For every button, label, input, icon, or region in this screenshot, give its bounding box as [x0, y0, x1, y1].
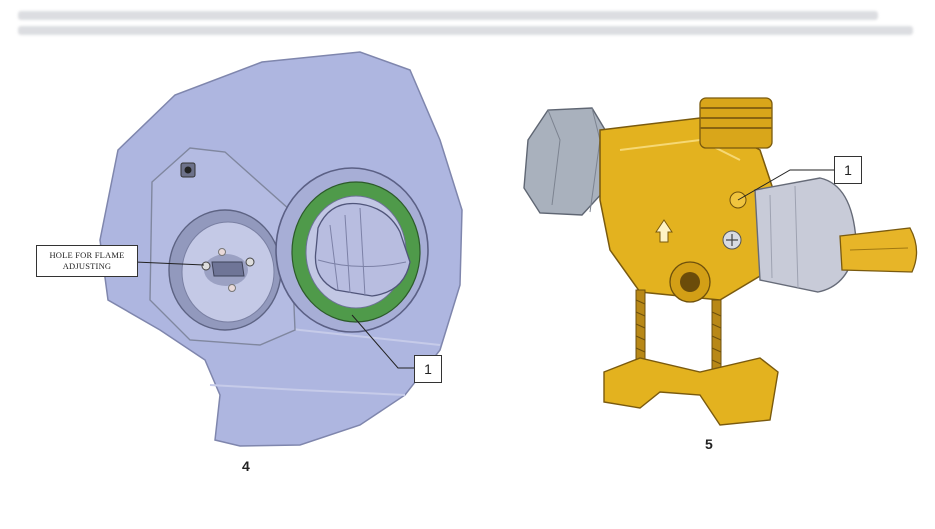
figure-4-caption: 4 [242, 458, 250, 474]
illegible-text-line-2 [18, 26, 913, 35]
figure-4-callout: 1 [414, 355, 442, 383]
figure-5-caption: 5 [705, 436, 713, 452]
top-threaded-port [699, 97, 773, 149]
spindle [839, 227, 918, 273]
flame-adjust-label: HOLE FOR FLAME ADJUSTING [36, 245, 138, 277]
mount-bracket [603, 357, 779, 426]
illegible-text-line-1 [18, 11, 878, 20]
figure-5-callout: 1 [834, 156, 862, 184]
